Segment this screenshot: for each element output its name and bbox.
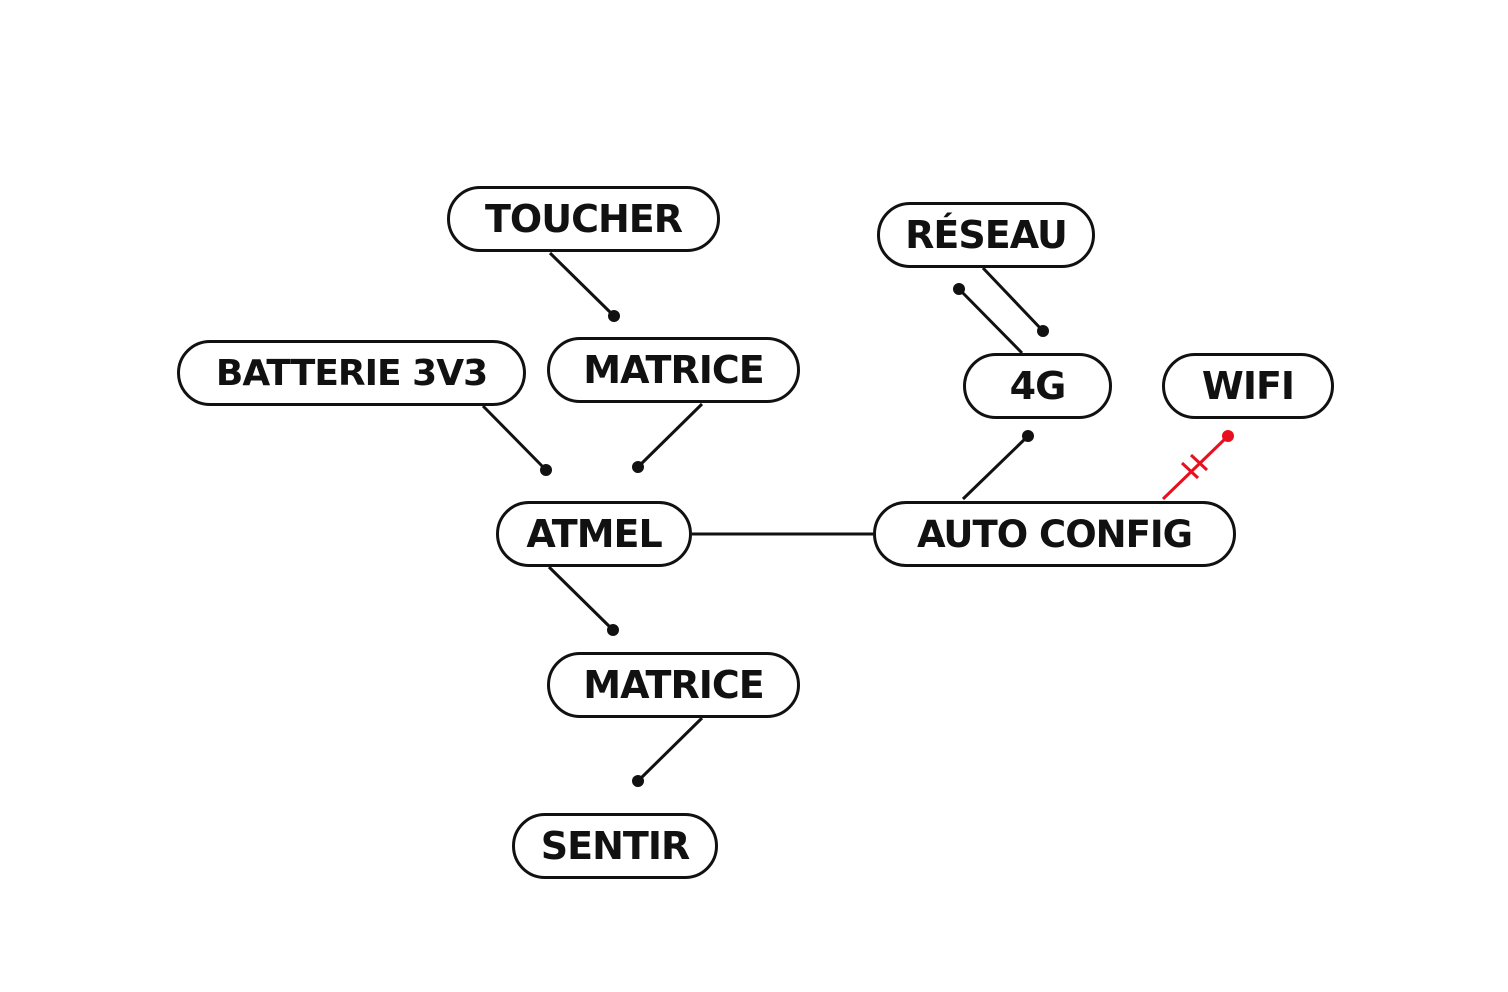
connector-batterie-atmel	[481, 404, 548, 472]
connector-dot	[1022, 430, 1034, 442]
node-sentir: SENTIR	[512, 813, 718, 879]
connector-dot	[632, 775, 644, 787]
node-matrice-bottom: MATRICE	[547, 652, 800, 718]
connector-matrice-atmel	[636, 402, 704, 469]
node-atmel: ATMEL	[496, 501, 692, 567]
connector-matrice-sentir	[636, 716, 704, 783]
connector-4g-autoconfig	[961, 434, 1030, 501]
node-wifi: WIFI	[1162, 353, 1334, 419]
connector-dot	[632, 461, 644, 473]
node-matrice-top: MATRICE	[547, 337, 800, 403]
node-4g: 4G	[963, 353, 1112, 419]
connector-dot	[607, 624, 619, 636]
connector-dot	[608, 310, 620, 322]
node-auto-config: AUTO CONFIG	[873, 501, 1236, 567]
broken-link-wifi	[1161, 430, 1234, 501]
node-reseau: RÉSEAU	[877, 202, 1095, 268]
connector-reseau-4g	[981, 266, 1045, 333]
node-batterie: BATTERIE 3V3	[177, 340, 526, 406]
connector-dot	[1037, 325, 1049, 337]
connector-dot	[953, 283, 965, 295]
connector-4g-reseau	[957, 287, 1024, 355]
connector-dot	[540, 464, 552, 476]
node-toucher: TOUCHER	[447, 186, 720, 252]
connector-toucher-matrice	[548, 251, 616, 318]
connector-atmel-matrice	[547, 565, 615, 632]
